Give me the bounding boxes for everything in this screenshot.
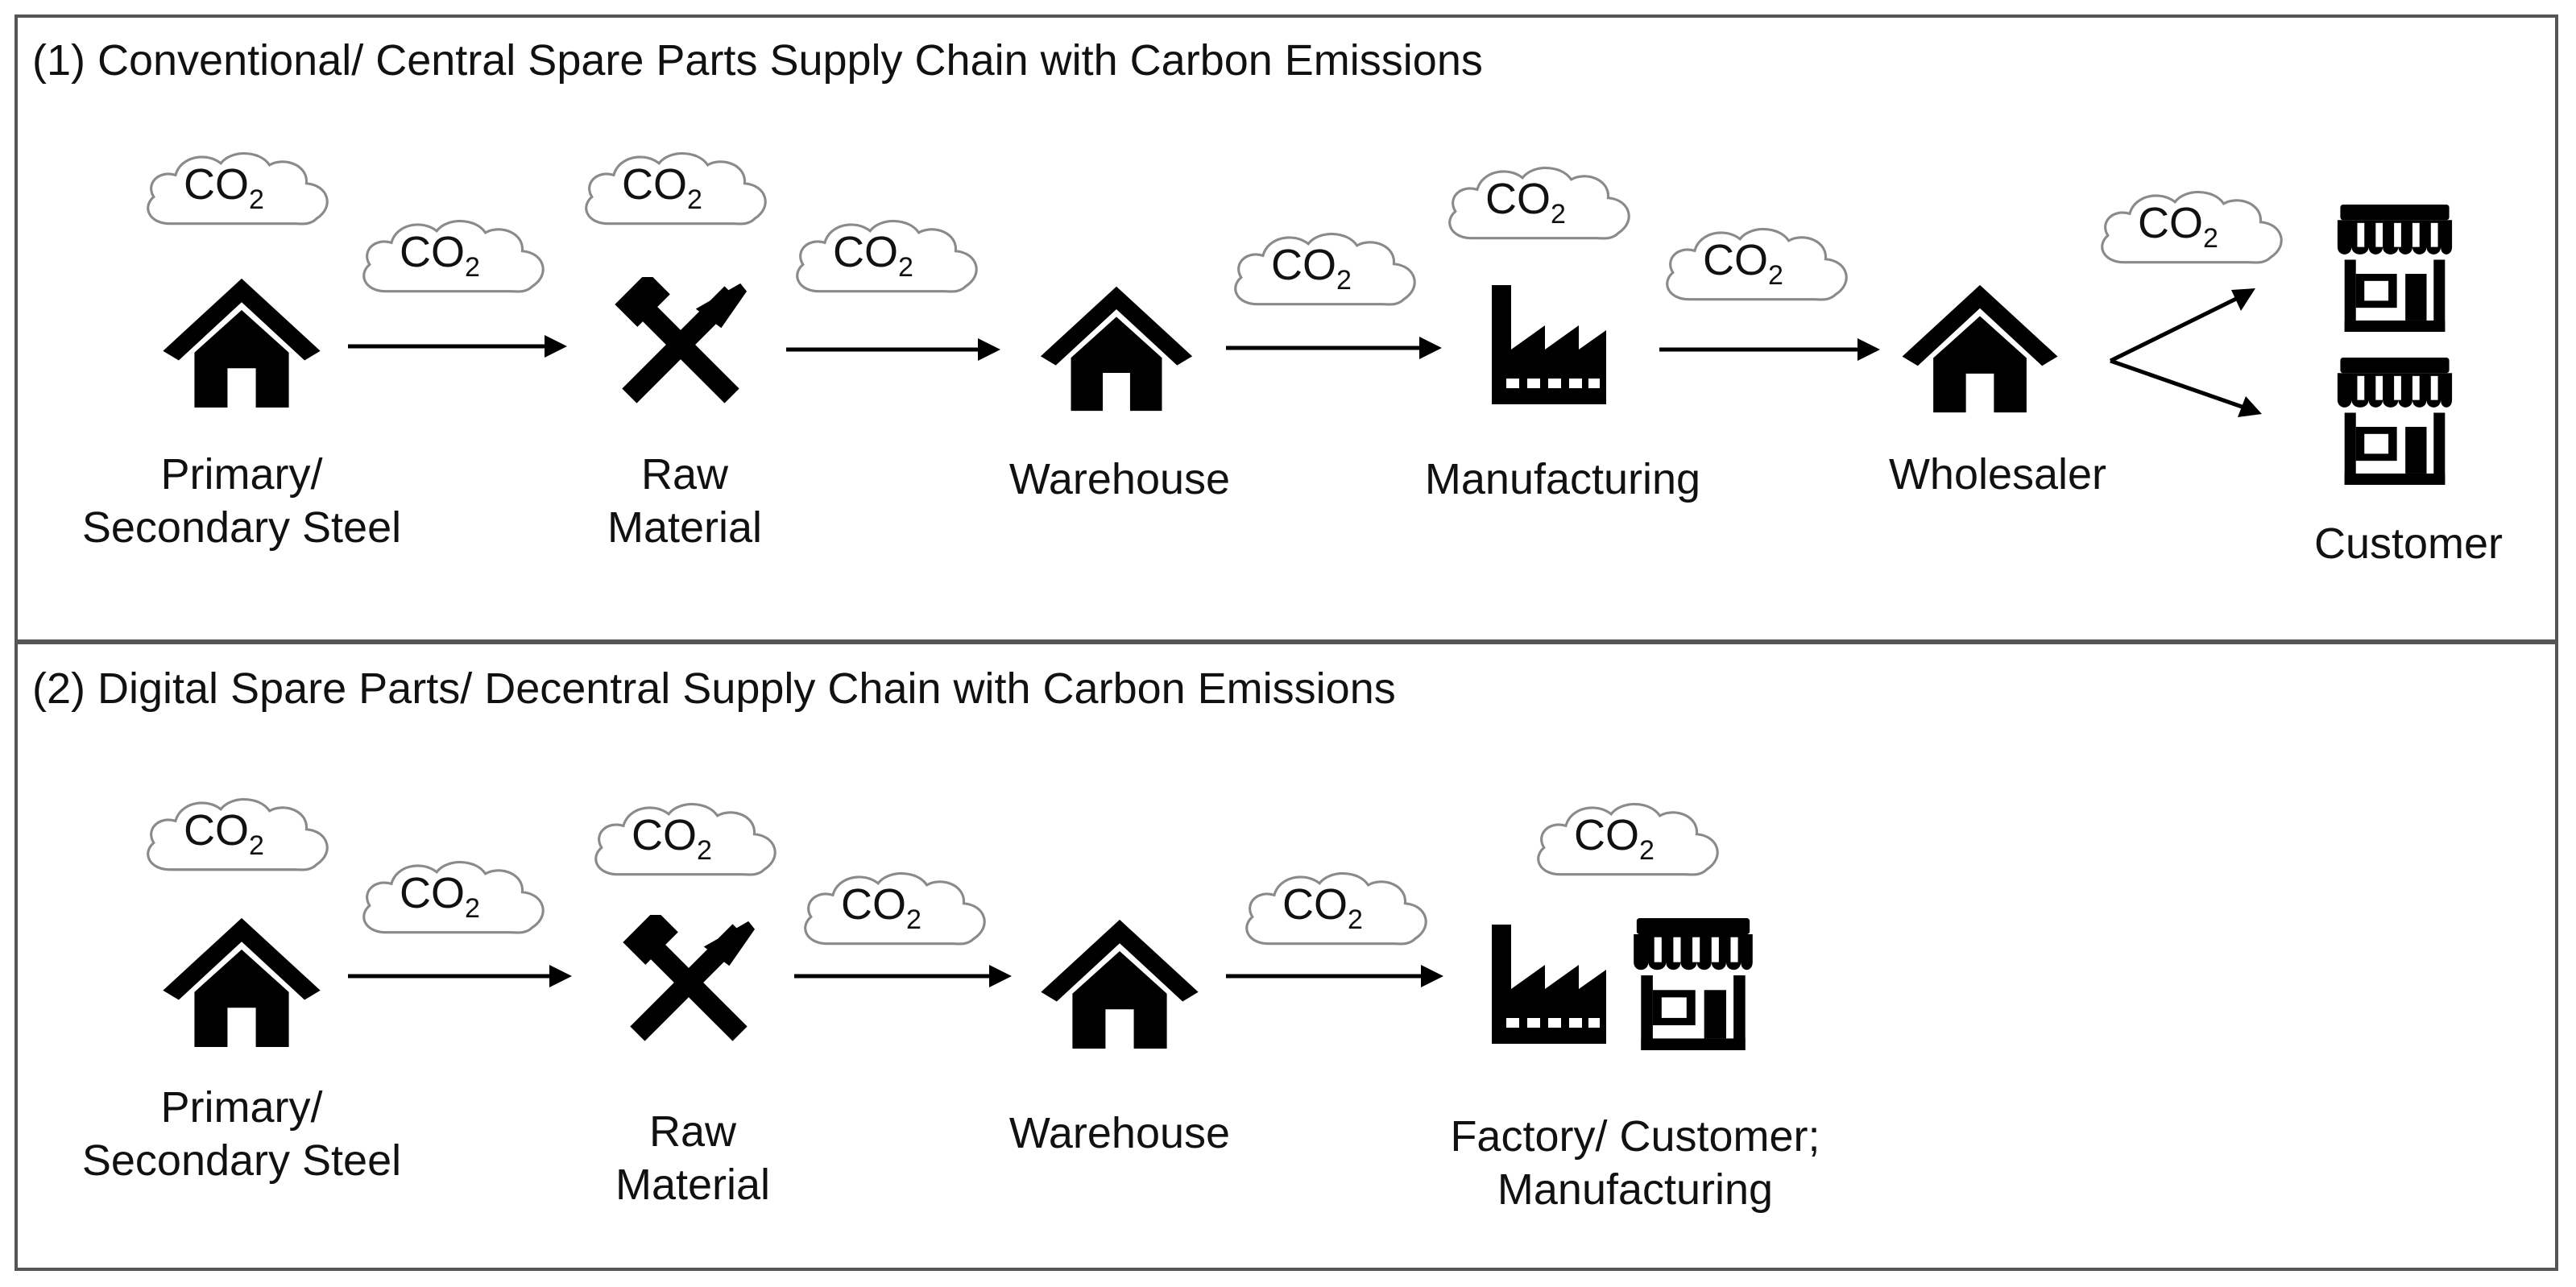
label-wholesaler: Wholesaler — [1888, 450, 2107, 499]
co2-subscript: 2 — [1336, 264, 1352, 296]
label-raw-material: Raw Material — [607, 450, 763, 552]
co2-subscript: 2 — [697, 834, 712, 866]
co2-label: CO — [841, 880, 906, 929]
co2-label: CO — [400, 228, 465, 276]
label-manufacturing: Manufacturing — [1424, 455, 1701, 503]
co2-subscript: 2 — [2203, 222, 2218, 254]
label-warehouse: Warehouse — [1008, 1109, 1231, 1157]
co2-label: CO — [622, 160, 687, 209]
co2-label: CO — [1485, 175, 1551, 223]
co2-subscript: 2 — [465, 251, 480, 283]
cloud-icon: CO2 — [353, 852, 554, 942]
cloud-icon: CO2 — [1439, 158, 1640, 248]
arrow — [348, 965, 1443, 987]
co2-label: CO — [184, 806, 249, 855]
co2-subscript: 2 — [1639, 834, 1655, 866]
panel-digital-supply-chain — [14, 641, 2558, 1271]
cloud-icon: CO2 — [2091, 182, 2292, 272]
label-warehouse: Warehouse — [1008, 455, 1231, 503]
cloud-icon: CO2 — [786, 211, 988, 301]
co2-subscript: 2 — [1348, 904, 1363, 935]
co2-label: CO — [632, 811, 697, 859]
co2-subscript: 2 — [249, 830, 264, 861]
co2-label: CO — [1574, 811, 1639, 859]
cloud-icon: CO2 — [1656, 219, 1857, 309]
co2-subscript: 2 — [1768, 259, 1783, 291]
panel-conventional-supply-chain — [14, 14, 2558, 643]
co2-label: CO — [400, 869, 465, 917]
panel2-title: (2) Digital Spare Parts/ Decentral Suppl… — [32, 664, 1396, 713]
co2-label: CO — [833, 228, 898, 276]
cloud-icon: CO2 — [794, 863, 996, 954]
co2-label: CO — [1271, 241, 1336, 289]
label-primary-secondary-steel: Primary/ Secondary Steel — [81, 450, 402, 552]
co2-label: CO — [2138, 199, 2203, 247]
co2-label: CO — [1282, 880, 1348, 929]
co2-label: CO — [184, 160, 249, 209]
cloud-icon: CO2 — [575, 143, 777, 234]
co2-label: CO — [1703, 236, 1768, 284]
cloud-icon: CO2 — [1224, 224, 1426, 314]
panel1-title: (1) Conventional/ Central Spare Parts Su… — [32, 36, 1483, 85]
co2-subscript: 2 — [1551, 198, 1566, 230]
co2-subscript: 2 — [906, 904, 921, 935]
label-customer: Customer — [2313, 519, 2504, 568]
cloud-icon: CO2 — [585, 794, 786, 884]
cloud-icon: CO2 — [137, 143, 338, 234]
label-factory-customer-manufacturing: Factory/ Customer; Manufacturing — [1450, 1112, 1820, 1214]
arrow — [348, 288, 2262, 417]
cloud-icon: CO2 — [1527, 794, 1729, 884]
co2-subscript: 2 — [249, 184, 264, 215]
cloud-icon: CO2 — [1236, 863, 1437, 954]
co2-subscript: 2 — [898, 251, 913, 283]
co2-subscript: 2 — [687, 184, 702, 215]
label-raw-material: Raw Material — [615, 1107, 771, 1209]
cloud-icon: CO2 — [137, 789, 338, 879]
cloud-icon: CO2 — [353, 211, 554, 301]
label-primary-secondary-steel: Primary/ Secondary Steel — [81, 1083, 402, 1185]
co2-subscript: 2 — [465, 892, 480, 924]
